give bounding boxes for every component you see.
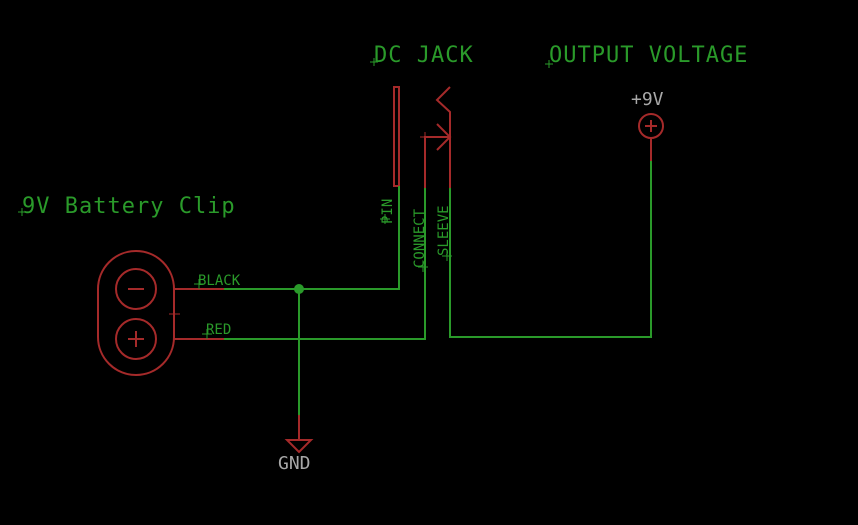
battery-clip-title: 9V Battery Clip: [22, 194, 236, 219]
pin-label-sleeve: SLEEVE: [436, 205, 452, 256]
supply-9v-symbol[interactable]: [638, 113, 664, 161]
battery-clip-symbol[interactable]: [97, 250, 224, 376]
dc-jack-pin-bar: [393, 86, 400, 187]
dc-jack-title: DC JACK: [374, 43, 474, 68]
junction-dot: [294, 284, 304, 294]
positive-terminal: [115, 318, 157, 360]
wire-gnd-net[interactable]: [224, 186, 400, 290]
battery-clip-body: [97, 250, 175, 376]
pin-label-red: RED: [206, 322, 231, 338]
output-voltage-title: OUTPUT VOLTAGE: [549, 43, 748, 68]
dc-jack-symbol[interactable]: [393, 86, 452, 188]
ground-label: GND: [278, 453, 311, 474]
wire-red-net[interactable]: [224, 188, 426, 340]
wire-9v-net[interactable]: [449, 161, 652, 338]
negative-terminal: [115, 268, 157, 310]
dc-jack-connect-line: [424, 136, 450, 188]
pin-label-black: BLACK: [198, 273, 241, 289]
supply-label: +9V: [631, 89, 664, 110]
dc-jack-sleeve-spring: [435, 86, 451, 188]
ground-triangle-icon: [284, 439, 314, 454]
ground-symbol[interactable]: [284, 415, 314, 454]
dc-jack-arrow: [436, 123, 452, 151]
pin-label-pin: PIN: [380, 199, 396, 224]
